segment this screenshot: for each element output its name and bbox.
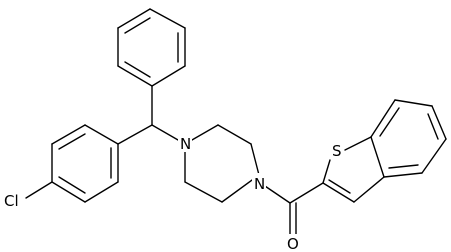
sulfur-label: S: [332, 142, 342, 160]
bonds: [25, 8, 447, 237]
piperazine-ring: [184, 124, 260, 203]
benzo-ring: [370, 99, 447, 178]
bond-carbonyl-thiophene: [289, 182, 324, 204]
bond-ch-to-chlorophenyl: [117, 124, 153, 145]
chlorophenyl-ring: [51, 124, 119, 203]
oxygen-atom: O: [286, 234, 300, 252]
oxygen-label: O: [287, 235, 299, 252]
nitrogen-label-1: N: [180, 135, 191, 153]
sulfur-atom: S: [330, 141, 344, 160]
thiophene-ring: [322, 136, 385, 203]
atom-labels: Cl N N S O: [3, 134, 344, 252]
nitrogen-atom-1: N: [178, 134, 192, 153]
bond-c-cl: [25, 181, 53, 199]
phenyl-ring-top: [117, 8, 186, 87]
nitrogen-label-2: N: [254, 175, 265, 193]
chlorine-atom: Cl: [3, 190, 25, 210]
nitrogen-atom-2: N: [252, 173, 266, 193]
chlorine-label: Cl: [4, 192, 19, 210]
